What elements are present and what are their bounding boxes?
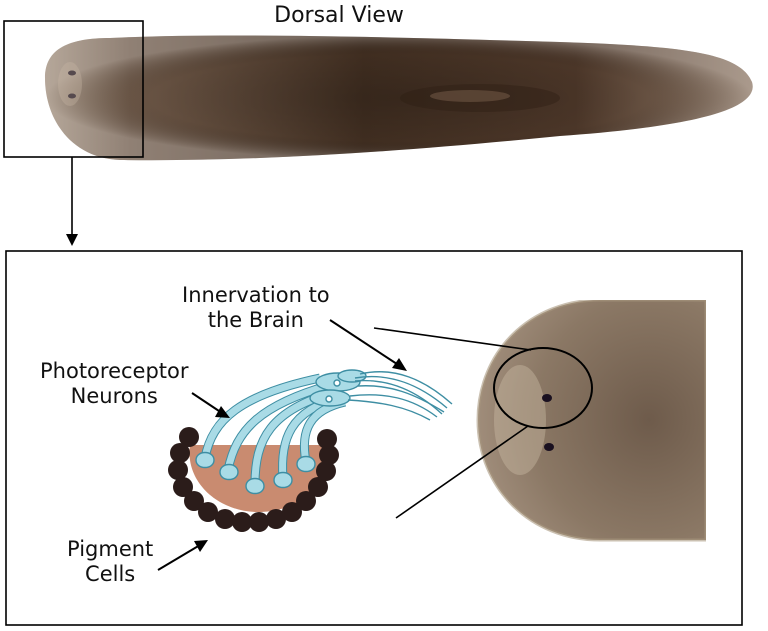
photoreceptor-label: Photoreceptor Neurons <box>40 359 189 409</box>
photoreceptor-label-line2: Neurons <box>70 384 158 408</box>
photoreceptor-label-line1: Photoreceptor <box>40 359 189 383</box>
eyespot-top <box>68 70 76 76</box>
innervation-label: Innervation to the Brain <box>182 283 330 333</box>
arrow-pigment <box>157 540 208 571</box>
arrow-innervation <box>329 319 407 371</box>
innervation-label-line1: Innervation to <box>182 283 330 307</box>
detail-panel <box>5 250 743 626</box>
eyespot-bottom <box>68 93 76 99</box>
pigment-label-line1: Pigment <box>67 537 154 561</box>
photoreceptor-neurons <box>195 369 453 495</box>
down-arrow <box>66 234 78 246</box>
pigment-label: Pigment Cells <box>67 537 153 587</box>
closeup-eyespot-top <box>542 394 552 402</box>
closeup-eyespot-bottom <box>544 443 554 451</box>
pigment-label-line2: Cells <box>85 562 136 586</box>
eyespot-highlight-circle <box>493 347 593 429</box>
head-selection-box <box>3 20 144 158</box>
planarian-dorsal <box>45 35 753 161</box>
pigment-cells <box>168 427 339 532</box>
planarian-head-closeup <box>476 300 706 542</box>
innervation-label-line2: the Brain <box>207 308 304 332</box>
page-title: Dorsal View <box>274 3 404 28</box>
arrow-photoreceptor <box>191 392 230 418</box>
